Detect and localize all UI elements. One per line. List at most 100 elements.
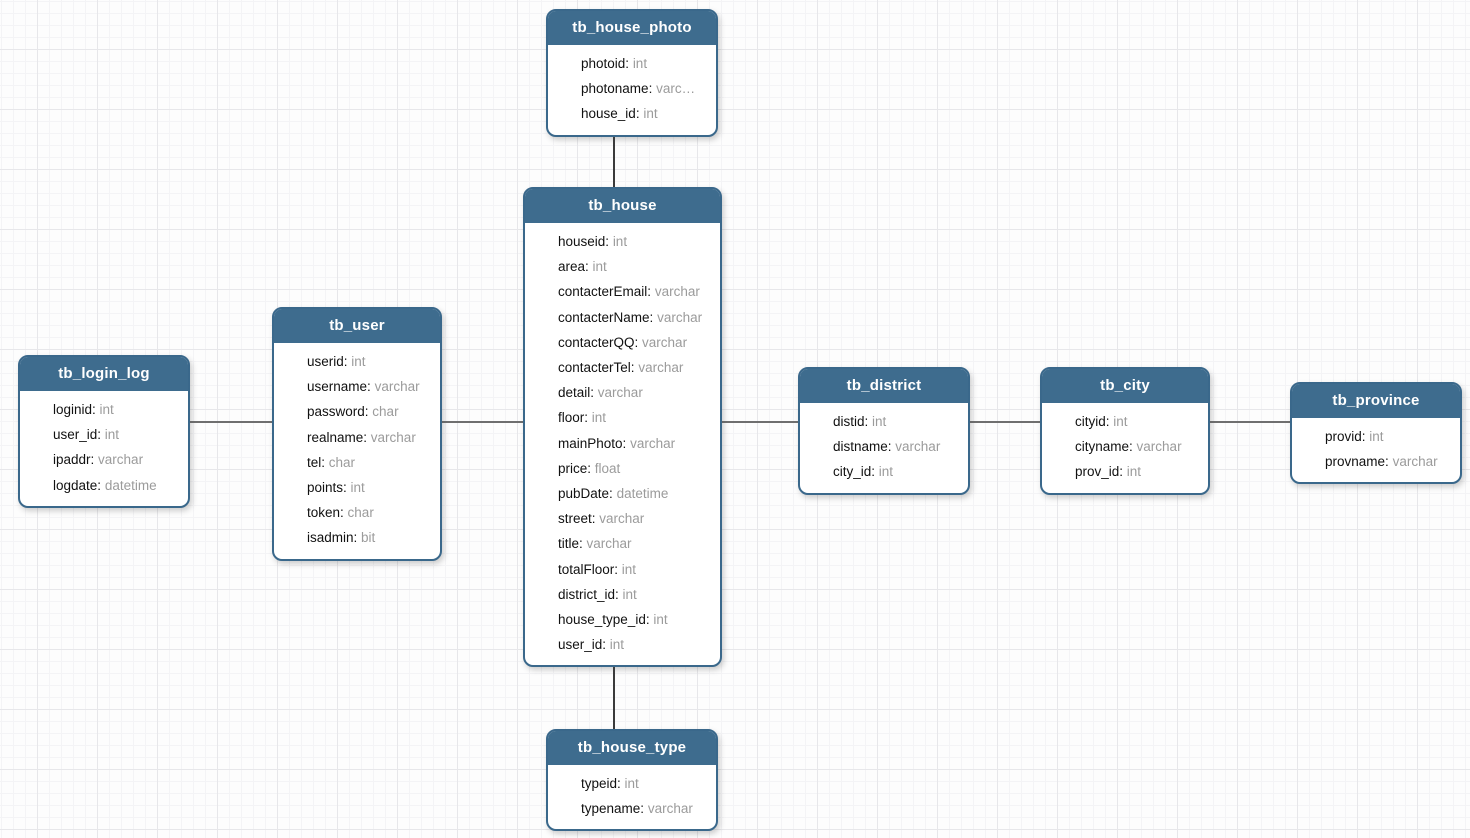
- field-tb_user-isadmin[interactable]: isadmin: bit: [274, 525, 440, 550]
- field-tb_house_type-typeid[interactable]: typeid: int: [548, 771, 716, 796]
- field-colon: :: [90, 452, 99, 468]
- field-tb_district-distid[interactable]: distid: int: [800, 409, 968, 434]
- table-title-tb_house_type[interactable]: tb_house_type: [548, 731, 716, 765]
- field-tb_house-price[interactable]: price: float: [525, 456, 720, 481]
- table-title-tb_house_photo[interactable]: tb_house_photo: [548, 11, 716, 45]
- field-colon: :: [640, 801, 648, 817]
- field-tb_house-house_type_id[interactable]: house_type_id: int: [525, 607, 720, 632]
- field-tb_house_photo-photoname[interactable]: photoname: varc…: [548, 76, 716, 101]
- connector-login-user-house-district-city-province[interactable]: [100, 421, 1380, 423]
- field-colon: :: [364, 404, 373, 420]
- table-title-tb_house[interactable]: tb_house: [525, 189, 720, 223]
- table-title-tb_user[interactable]: tb_user: [274, 309, 440, 343]
- field-colon: :: [584, 410, 592, 426]
- field-colon: :: [1361, 429, 1370, 444]
- field-tb_user-password[interactable]: password: char: [274, 399, 440, 424]
- field-colon: :: [614, 561, 622, 577]
- field-tb_city-cityname[interactable]: cityname: varchar: [1042, 434, 1208, 459]
- field-tb_city-prov_id[interactable]: prov_id: int: [1042, 459, 1208, 484]
- field-tb_district-distname[interactable]: distname: varchar: [800, 434, 968, 459]
- field-name: area: [558, 259, 586, 275]
- field-tb_house-totalFloor[interactable]: totalFloor: int: [525, 557, 720, 582]
- table-title-tb_district[interactable]: tb_district: [800, 369, 968, 403]
- field-colon: :: [1119, 464, 1127, 480]
- field-colon: :: [648, 81, 657, 97]
- field-tb_house-street[interactable]: street: varchar: [525, 506, 720, 531]
- field-tb_city-cityid[interactable]: cityid: int: [1042, 409, 1208, 434]
- field-tb_house-detail[interactable]: detail: varchar: [525, 380, 720, 405]
- field-tb_house_photo-photoid[interactable]: photoid: int: [548, 51, 716, 76]
- field-tb_house_type-typename[interactable]: typename: varchar: [548, 796, 716, 821]
- field-colon: :: [363, 429, 371, 445]
- field-tb_house-contacterEmail[interactable]: contacterEmail: varchar: [525, 279, 720, 304]
- field-tb_house-contacterQQ[interactable]: contacterQQ: varchar: [525, 330, 720, 355]
- field-colon: :: [871, 464, 879, 480]
- table-title-tb_province[interactable]: tb_province: [1292, 384, 1460, 418]
- table-title-tb_login_log[interactable]: tb_login_log: [20, 357, 188, 391]
- field-type: int: [609, 637, 625, 653]
- field-tb_house-contacterName[interactable]: contacterName: varchar: [525, 305, 720, 330]
- field-colon: :: [587, 460, 595, 476]
- field-name: cityid: [1075, 414, 1106, 429]
- field-tb_house-district_id[interactable]: district_id: int: [525, 582, 720, 607]
- field-name: detail: [558, 385, 591, 401]
- field-colon: :: [625, 56, 633, 71]
- field-tb_province-provid[interactable]: provid: int: [1292, 424, 1460, 449]
- field-name: photoid: [581, 56, 626, 71]
- field-tb_login_log-user_id[interactable]: user_id: int: [20, 422, 188, 447]
- field-type: int: [104, 427, 120, 443]
- field-tb_user-tel[interactable]: tel: char: [274, 450, 440, 475]
- field-colon: :: [615, 586, 623, 602]
- field-tb_user-userid[interactable]: userid: int: [274, 349, 440, 374]
- field-tb_house-floor[interactable]: floor: int: [525, 405, 720, 430]
- field-tb_login_log-logdate[interactable]: logdate: datetime: [20, 473, 188, 498]
- field-tb_user-username[interactable]: username: varchar: [274, 374, 440, 399]
- field-tb_house-area[interactable]: area: int: [525, 254, 720, 279]
- field-colon: :: [340, 505, 348, 521]
- field-tb_district-city_id[interactable]: city_id: int: [800, 459, 968, 484]
- field-type: varchar: [642, 334, 688, 350]
- field-name: isadmin: [307, 530, 354, 546]
- field-tb_house-pubDate[interactable]: pubDate: datetime: [525, 481, 720, 506]
- field-tb_login_log-ipaddr[interactable]: ipaddr: varchar: [20, 447, 188, 472]
- field-type: char: [328, 454, 356, 470]
- field-tb_house-title[interactable]: title: varchar: [525, 531, 720, 556]
- field-tb_house_photo-house_id[interactable]: house_id: int: [548, 101, 716, 126]
- field-tb_province-provname[interactable]: provname: varchar: [1292, 449, 1460, 474]
- field-name: distname: [833, 439, 888, 455]
- field-type: char: [347, 505, 374, 521]
- field-tb_house-mainPhoto[interactable]: mainPhoto: varchar: [525, 431, 720, 456]
- field-type: int: [350, 480, 365, 496]
- field-tb_house-user_id[interactable]: user_id: int: [525, 632, 720, 657]
- field-type: varchar: [654, 284, 700, 300]
- field-type: int: [653, 612, 668, 628]
- field-type: datetime: [616, 486, 669, 502]
- field-tb_house-contacterTel[interactable]: contacterTel: varchar: [525, 355, 720, 380]
- field-colon: :: [97, 427, 105, 443]
- field-colon: :: [635, 106, 644, 122]
- field-tb_user-token[interactable]: token: char: [274, 500, 440, 525]
- field-tb_user-points[interactable]: points: int: [274, 475, 440, 500]
- field-type: int: [351, 354, 366, 369]
- table-title-tb_city[interactable]: tb_city: [1042, 369, 1208, 403]
- field-tb_user-realname[interactable]: realname: varchar: [274, 425, 440, 450]
- field-type: varc…: [656, 81, 696, 97]
- field-tb_login_log-loginid[interactable]: loginid: int: [20, 397, 188, 422]
- field-colon: :: [343, 354, 352, 369]
- field-colon: :: [591, 511, 600, 527]
- field-name: username: [307, 379, 368, 395]
- field-tb_house-houseid[interactable]: houseid: int: [525, 229, 720, 254]
